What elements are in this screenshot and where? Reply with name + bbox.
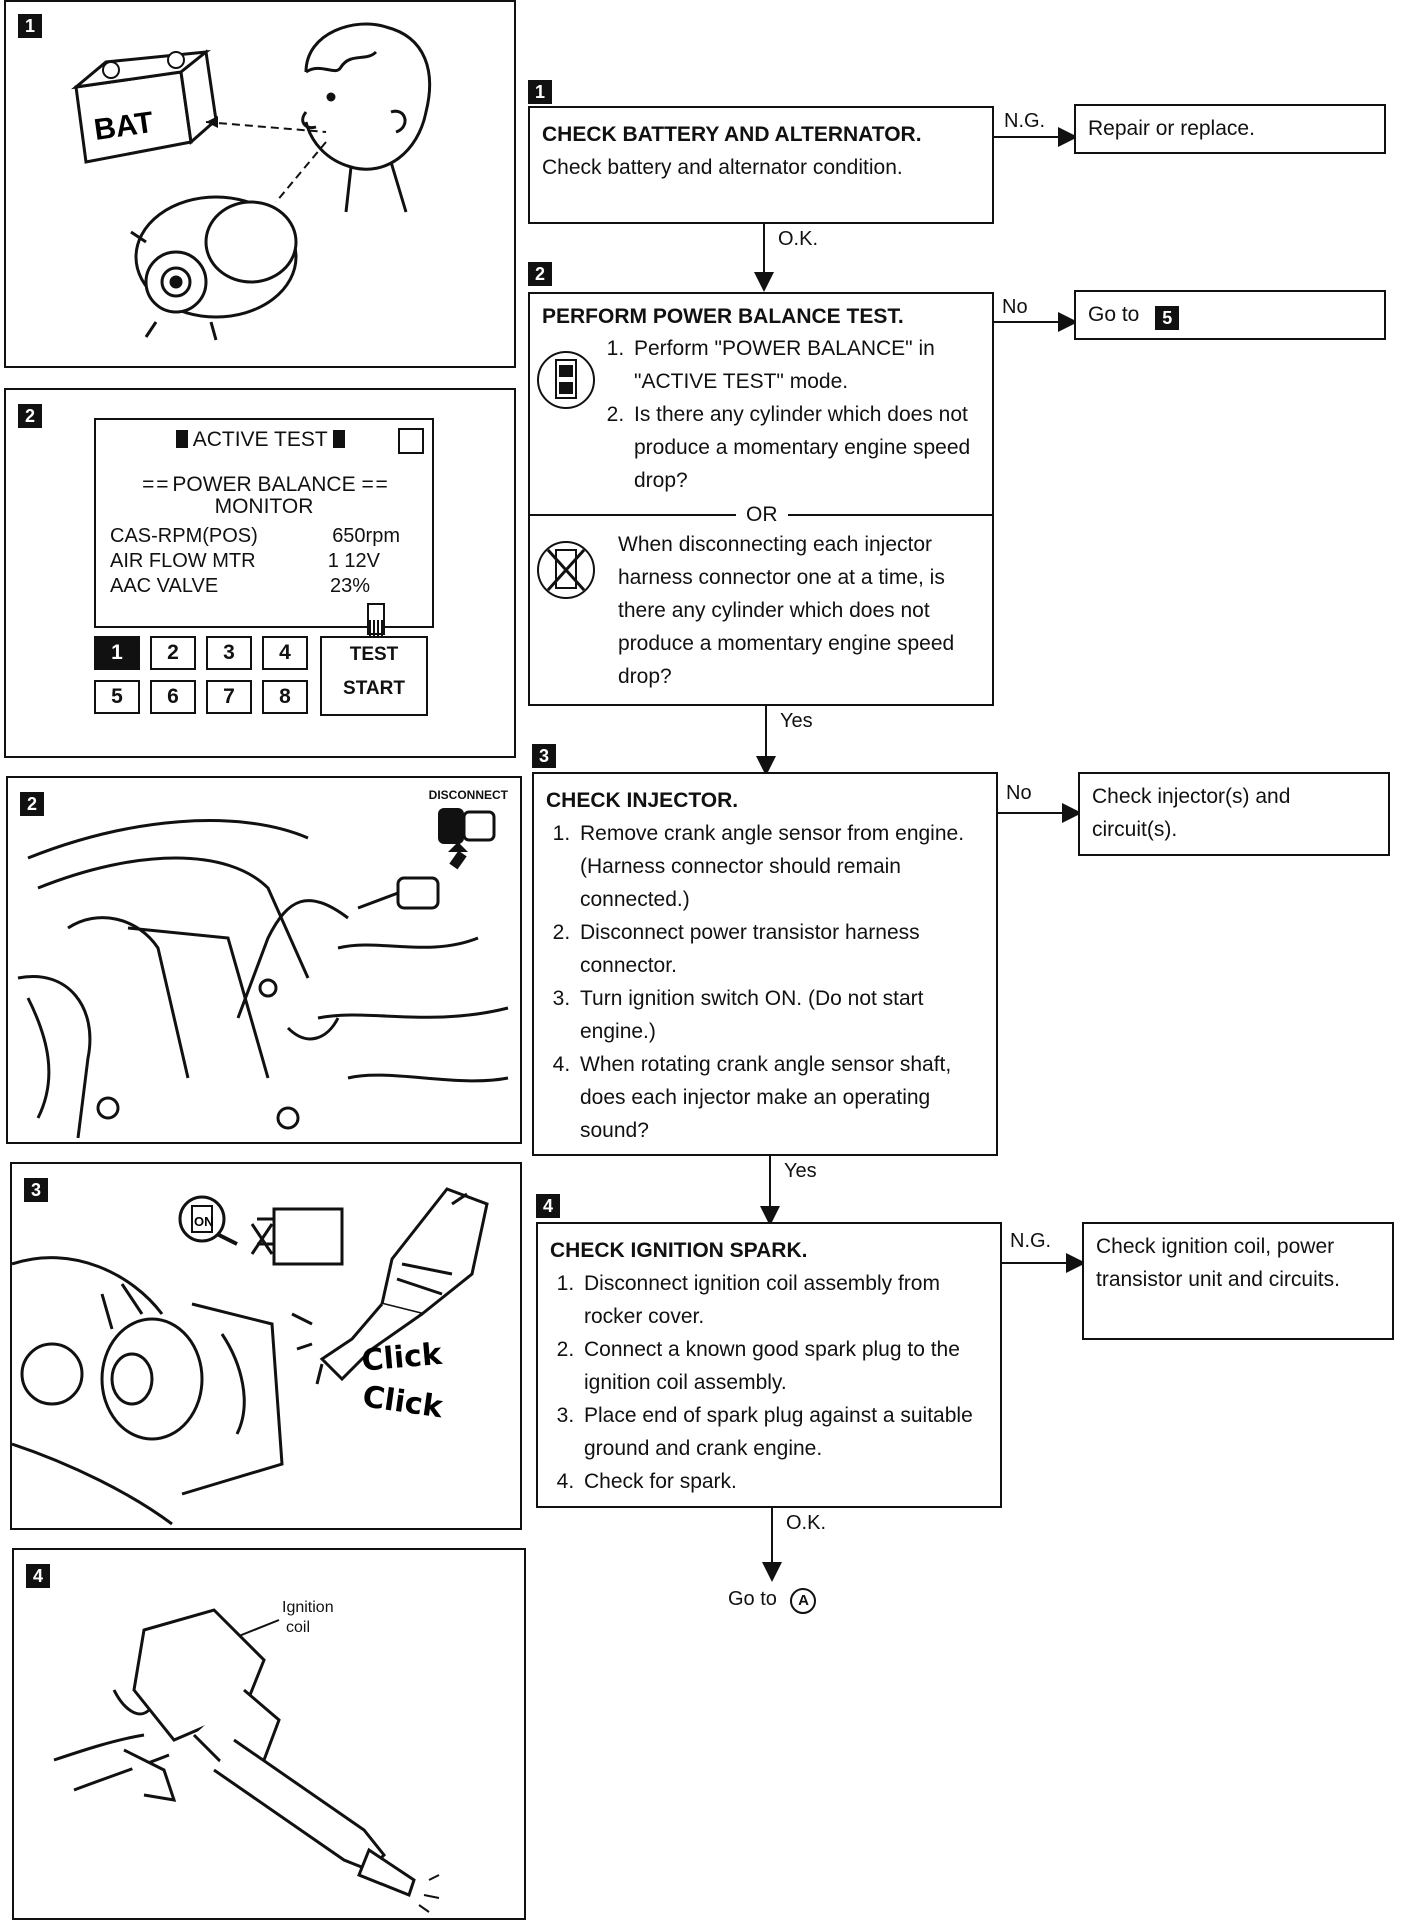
cylinder-key-6[interactable]: 6 — [150, 680, 196, 714]
flow-step-badge-4: 4 — [536, 1194, 560, 1218]
step-badge: 3 — [24, 1178, 48, 1202]
flow-step-badge-2: 2 — [528, 262, 552, 286]
step-item: Remove crank angle sensor from engine. (… — [576, 817, 984, 916]
battery-icon: BAT — [70, 49, 218, 164]
injector-click-drawing: ON Click Click — [11, 1187, 489, 1526]
step-alt-text: When disconnecting each injector harness… — [618, 533, 955, 688]
ignition-key-icon: ON — [178, 1195, 238, 1246]
result-go-to-5[interactable]: Go to 5 — [1074, 290, 1386, 340]
engine-crossed-icon — [250, 1207, 344, 1266]
result-check-injector-circuit: Check injector(s) and circuit(s). — [1078, 772, 1390, 856]
illustration-battery-check: 1 BAT — [4, 0, 516, 368]
alternator-icon — [130, 195, 298, 341]
cylinder-key-4[interactable]: 4 — [262, 636, 308, 670]
illustration-ignition-coil: 4 Ignition coil — [12, 1548, 526, 1920]
connector-disconnect-icon — [438, 808, 496, 870]
battery-label: BAT — [92, 106, 155, 147]
cylinder-key-5[interactable]: 5 — [94, 680, 140, 714]
cylinder-key-3[interactable]: 3 — [206, 636, 252, 670]
test-label: TEST — [349, 644, 399, 665]
coil-label-line1: Ignition — [282, 1599, 334, 1616]
step-item: Perform "POWER BALANCE" in "ACTIVE TEST"… — [630, 332, 1000, 398]
flow-step-badge-3: 3 — [532, 744, 556, 768]
technician-head — [301, 22, 432, 213]
click-text-1: Click — [360, 1337, 444, 1379]
step-item: Is there any cylinder which does not pro… — [630, 398, 1000, 497]
cylinder-key-7[interactable]: 7 — [206, 680, 252, 714]
step-title: CHECK BATTERY AND ALTERNATOR. — [542, 123, 922, 146]
no-label: No — [1006, 782, 1032, 804]
step-badge: 4 — [26, 1564, 50, 1588]
or-divider: OR — [530, 498, 992, 531]
final-go-to[interactable]: Go to A — [728, 1588, 817, 1614]
yes-label: Yes — [784, 1160, 817, 1182]
pointing-hand-icon — [367, 603, 385, 636]
battery-alternator-drawing: BAT — [70, 22, 432, 341]
step-power-balance: PERFORM POWER BALANCE TEST. Perform "POW… — [528, 292, 994, 706]
target-a-badge: A — [790, 1588, 817, 1614]
no-label: No — [1002, 296, 1028, 318]
step-items: Remove crank angle sensor from engine. (… — [546, 817, 984, 1147]
test-start-button[interactable]: TEST START — [320, 636, 428, 716]
step-item: Turn ignition switch ON. (Do not start e… — [576, 982, 984, 1048]
step-item: When rotating crank angle sensor shaft, … — [576, 1048, 984, 1147]
screen-checkbox[interactable] — [398, 428, 424, 454]
yes-label: Yes — [780, 710, 813, 732]
step-title: PERFORM POWER BALANCE TEST. — [542, 305, 904, 328]
consult-display: ACTIVE TEST = = POWER BALANCE = = MONITO… — [94, 418, 434, 628]
injector-icon — [319, 1187, 489, 1382]
step-check-spark: CHECK IGNITION SPARK. Disconnect ignitio… — [536, 1222, 1002, 1508]
disconnect-label: DISCONNECT — [428, 788, 508, 802]
monitor-row: AAC VALVE 23% — [110, 575, 370, 597]
step-check-injector: CHECK INJECTOR. Remove crank angle senso… — [532, 772, 998, 1156]
step-title: CHECK INJECTOR. — [546, 789, 739, 812]
step-item: Check for spark. — [580, 1465, 988, 1498]
result-check-ignition-coil: Check ignition coil, power transistor un… — [1082, 1222, 1394, 1340]
cylinder-key-1[interactable]: 1 — [94, 636, 140, 670]
step-items: Perform "POWER BALANCE" in "ACTIVE TEST"… — [600, 332, 1000, 497]
step-title: CHECK IGNITION SPARK. — [550, 1239, 808, 1262]
ng-label: N.G. — [1010, 1230, 1052, 1252]
target-step-badge: 5 — [1155, 306, 1180, 330]
step-item: Disconnect ignition coil assembly from r… — [580, 1267, 988, 1333]
monitor-row: CAS-RPM(POS) 650rpm — [110, 525, 400, 547]
flow-step-badge-1: 1 — [528, 80, 552, 104]
step-item: Place end of spark plug against a suitab… — [580, 1399, 988, 1465]
step-item: Connect a known good spark plug to the i… — [580, 1333, 988, 1399]
ng-label: N.G. — [1004, 110, 1046, 132]
screen-title: ACTIVE TEST — [192, 428, 328, 451]
result-repair-replace: Repair or replace. — [1074, 104, 1386, 154]
click-lines-icon — [291, 1312, 324, 1385]
consult-tester-icon — [537, 351, 595, 409]
illustration-injector-sound: 3 ON Click Click — [10, 1162, 522, 1530]
or-label: OR — [736, 498, 788, 531]
screen-subheading: MONITOR — [214, 495, 314, 518]
step-item: Disconnect power transistor harness conn… — [576, 916, 984, 982]
cylinder-key-8[interactable]: 8 — [262, 680, 308, 714]
engine-intake-drawing — [17, 808, 509, 1139]
crank-angle-sensor-drawing — [11, 1256, 284, 1526]
monitor-rows: CAS-RPM(POS) 650rpm AIR FLOW MTR 1 12V A… — [110, 524, 420, 599]
start-label: START — [343, 678, 405, 699]
cylinder-key-2[interactable]: 2 — [150, 636, 196, 670]
step-badge: 2 — [18, 404, 42, 428]
step-badge: 2 — [20, 792, 44, 816]
step-items: Disconnect ignition coil assembly from r… — [550, 1267, 988, 1498]
ignition-coil-drawing — [53, 1608, 440, 1913]
no-tester-icon — [537, 541, 595, 599]
illustration-disconnect-connector: 2 DISCONNECT — [6, 776, 522, 1144]
monitor-row: AIR FLOW MTR 1 12V — [110, 550, 380, 572]
screen-heading: POWER BALANCE — [172, 473, 356, 496]
step-check-battery: CHECK BATTERY AND ALTERNATOR. Check batt… — [528, 106, 994, 224]
illustration-consult-screen: 2 ACTIVE TEST = = POWER BALANCE = = MONI… — [4, 388, 516, 758]
ok-label: O.K. — [778, 228, 819, 250]
step-body: Check battery and alternator condition. — [542, 156, 903, 179]
on-label: ON — [194, 1214, 214, 1229]
coil-label-line2: coil — [286, 1619, 311, 1636]
ok-label: O.K. — [786, 1512, 827, 1534]
step-badge: 1 — [18, 14, 42, 38]
